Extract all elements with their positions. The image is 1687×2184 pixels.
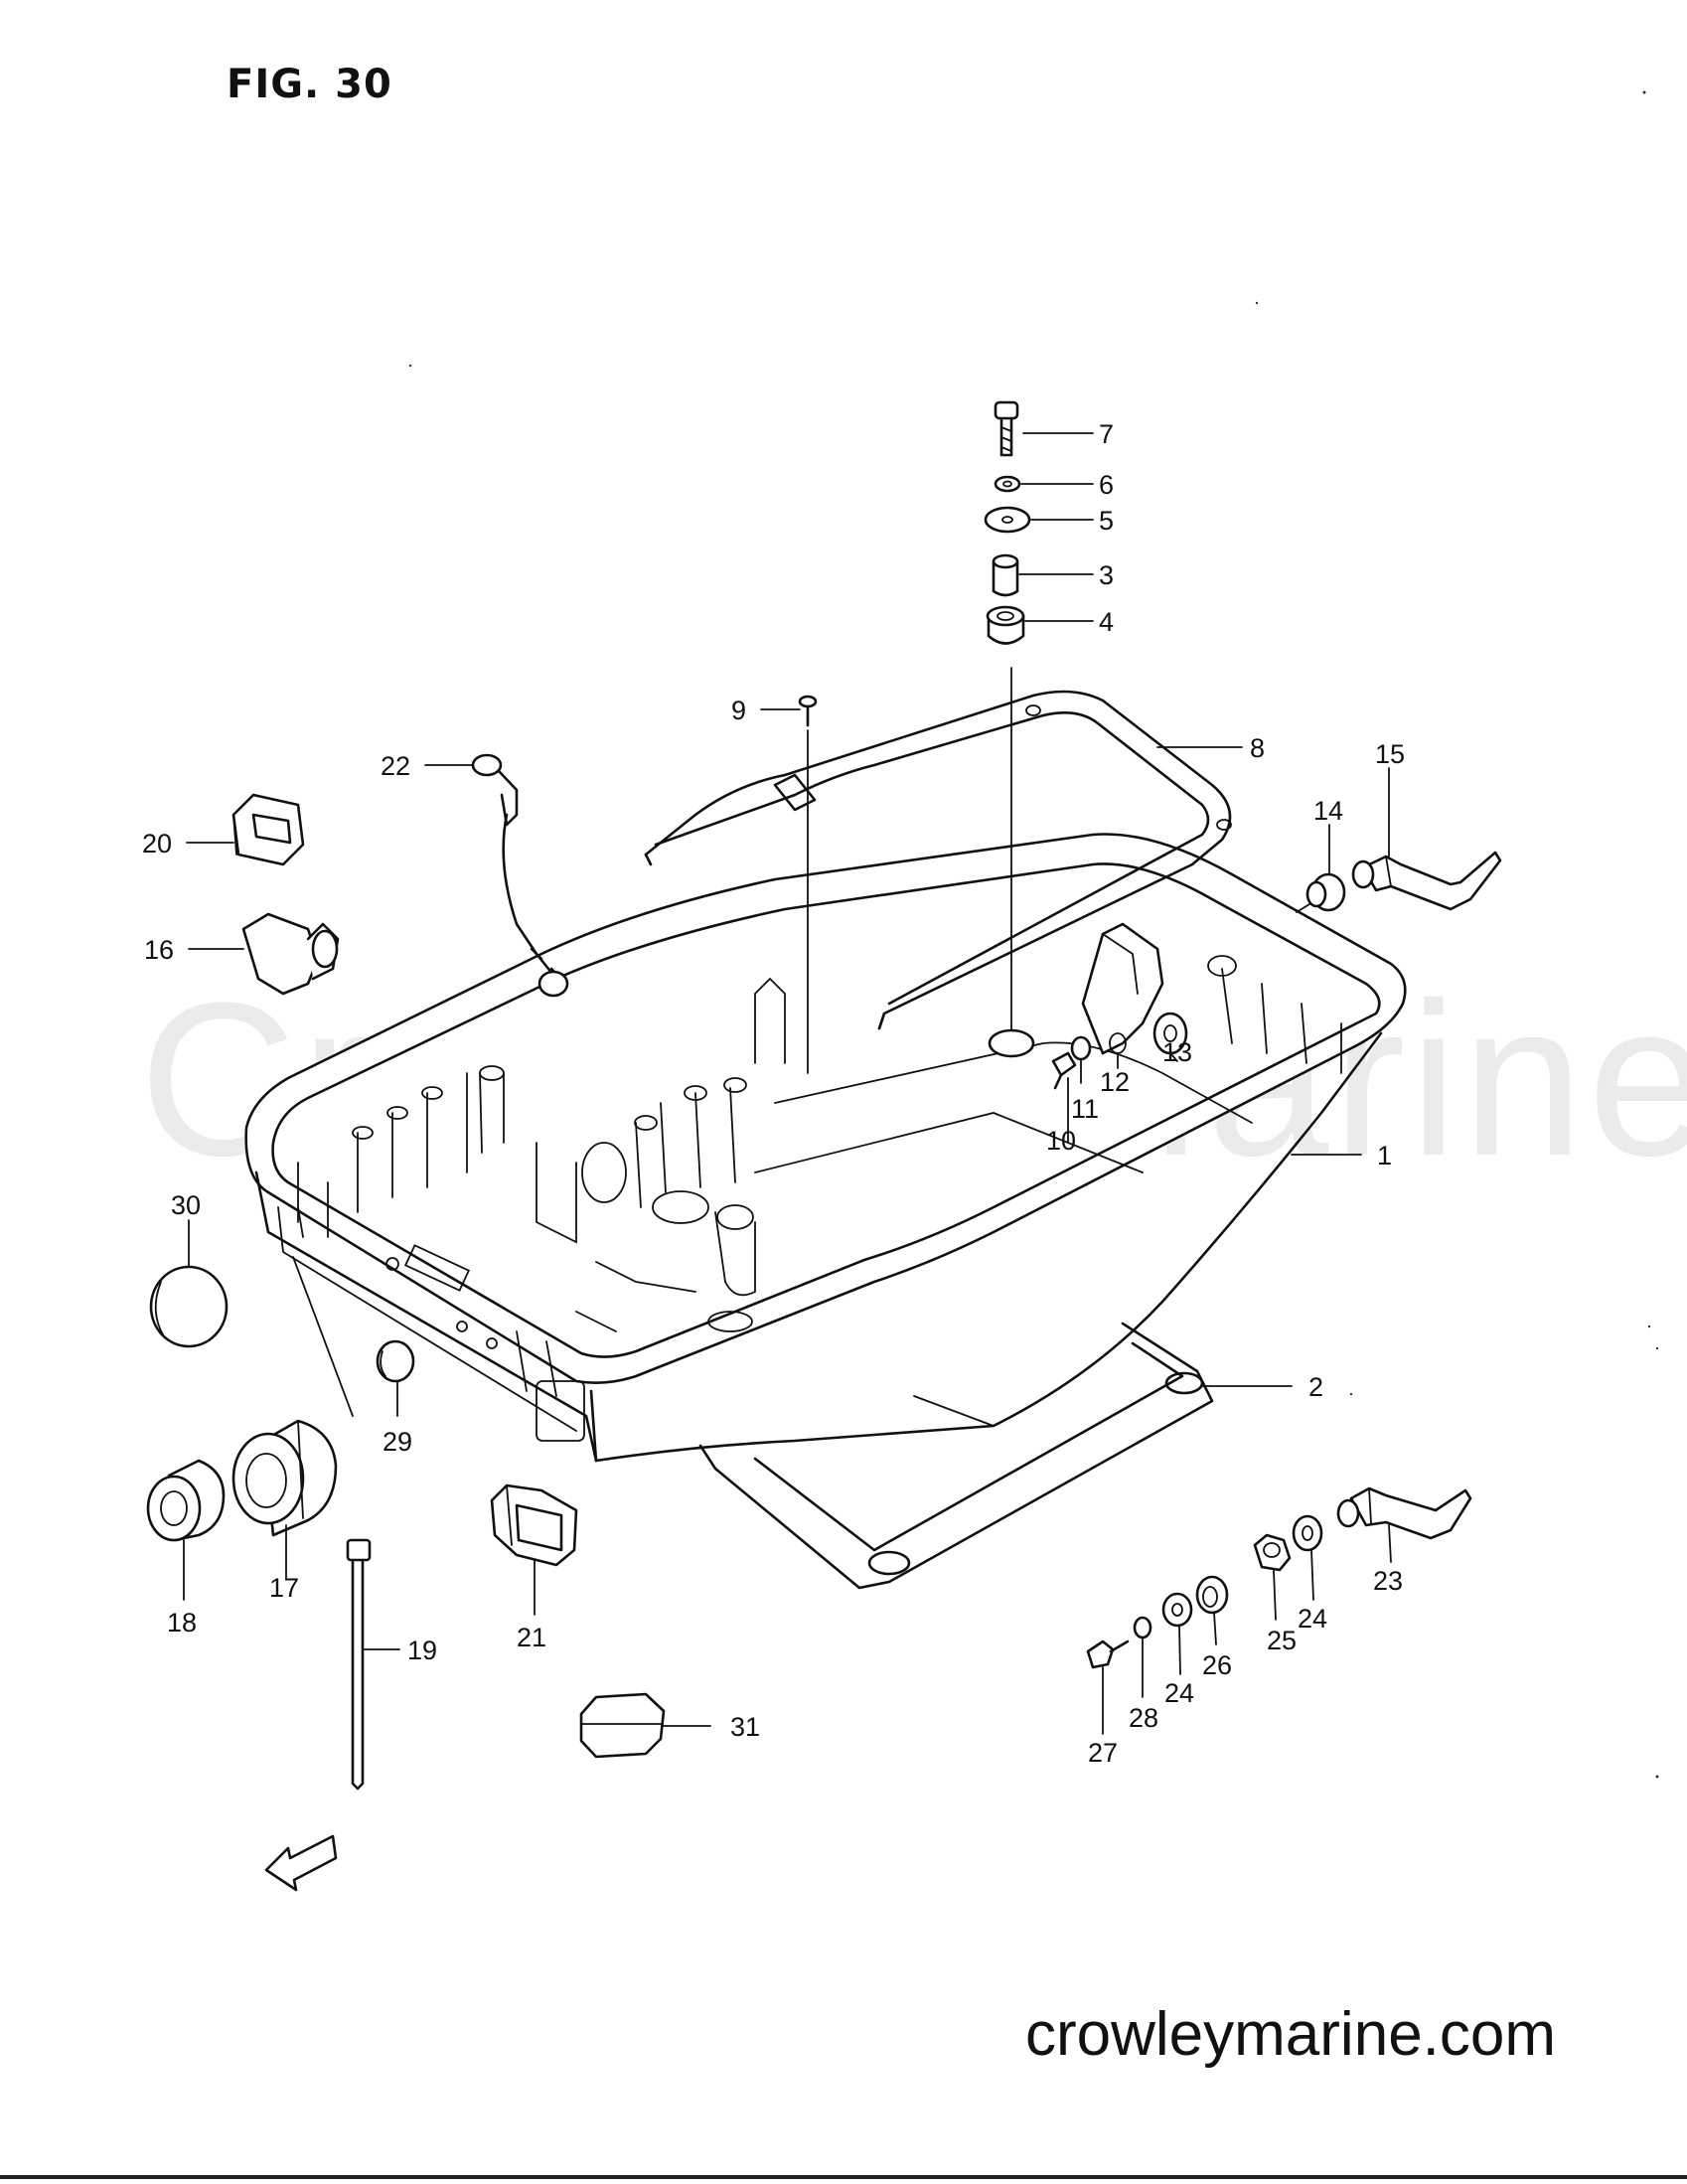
callout-labels: 7 6 5 3 4 9 8 22 15 14 20 16 13 12 11 10… [142,419,1405,1768]
fwd-label: FWD [292,1844,335,1878]
callout-7: 7 [1099,419,1114,449]
callout-6: 6 [1099,470,1114,500]
callout-4: 4 [1099,607,1114,637]
callout-13: 13 [1162,1037,1192,1067]
part-6-lock-washer[interactable] [994,475,1021,493]
part-23-lever[interactable] [1336,1486,1472,1540]
callout-25: 25 [1267,1626,1297,1655]
callout-17: 17 [269,1573,299,1603]
part-9-screw[interactable] [798,695,818,727]
part-5-washer[interactable] [984,506,1031,534]
callout-27: 27 [1088,1738,1118,1768]
part-8-seal-frame[interactable] [644,690,1232,1030]
part-2-gasket-plate[interactable] [698,1322,1214,1590]
part-19-cable-tie[interactable] [346,1538,372,1791]
callout-15: 15 [1375,739,1405,769]
part-18-grommet[interactable] [146,1459,226,1542]
part-24-washer-upper[interactable] [1292,1514,1323,1552]
callout-3: 3 [1099,560,1114,590]
bottom-rule [0,2175,1687,2179]
part-25-nut[interactable] [1253,1533,1292,1572]
part-17-grommet[interactable] [231,1419,338,1537]
figure-title: FIG. 30 [227,62,392,107]
part-20-grommet[interactable] [231,793,305,866]
grommet-seat [988,1028,1035,1058]
callout-5: 5 [1099,506,1114,536]
part-1-lower-cover[interactable] [244,833,1407,1463]
callout-1: 1 [1377,1141,1392,1170]
callout-9: 9 [731,696,746,725]
part-11-washer[interactable] [1070,1035,1092,1061]
callout-31: 31 [730,1712,760,1742]
part-10-screw[interactable] [1051,1051,1077,1090]
part-15-lever[interactable] [1351,851,1502,911]
callout-2: 2 [1308,1372,1323,1402]
footer-url: crowleymarine.com [1025,2000,1557,2069]
callout-12: 12 [1100,1067,1130,1097]
callout-16: 16 [144,935,174,965]
part-29-small-plug[interactable] [376,1339,415,1383]
callout-leaders [183,432,1392,1735]
part-30-plug[interactable] [149,1265,229,1348]
part-31-pad[interactable] [579,1692,666,1759]
part-22-ground-wire[interactable] [471,753,569,998]
callout-29: 29 [383,1427,412,1457]
callout-8: 8 [1250,733,1265,763]
part-24-washer-lower[interactable] [1161,1592,1193,1628]
callout-22: 22 [381,751,410,781]
part-28-lock-washer[interactable] [1133,1616,1152,1639]
callout-11: 11 [1071,1094,1099,1124]
callout-20: 20 [142,829,172,858]
callout-26: 26 [1202,1650,1232,1680]
part-16-elbow-grommet[interactable] [241,912,340,996]
callout-30: 30 [171,1190,201,1220]
callout-24-lower: 24 [1164,1678,1194,1708]
callout-28: 28 [1129,1703,1158,1733]
leader-17 [292,1256,354,1417]
part-21-grommet[interactable] [490,1483,578,1567]
part-3-collar[interactable] [992,553,1019,597]
part-27-screw[interactable] [1086,1639,1130,1669]
callout-21: 21 [517,1623,546,1652]
callout-24-upper: 24 [1298,1604,1327,1634]
callout-19: 19 [407,1636,437,1665]
scan-specks [408,90,1659,1779]
part-7-bolt[interactable] [994,400,1019,457]
callout-10: 10 [1046,1126,1076,1156]
fwd-arrow-icon: FWD [264,1834,338,1892]
part-4-grommet[interactable] [986,605,1025,645]
part-12-bracket[interactable] [1081,922,1164,1055]
part-14-bushing[interactable] [1296,872,1346,913]
callout-18: 18 [167,1608,197,1638]
callout-14: 14 [1313,796,1343,826]
part-26-bushing[interactable] [1195,1575,1229,1615]
callout-23: 23 [1373,1566,1403,1596]
